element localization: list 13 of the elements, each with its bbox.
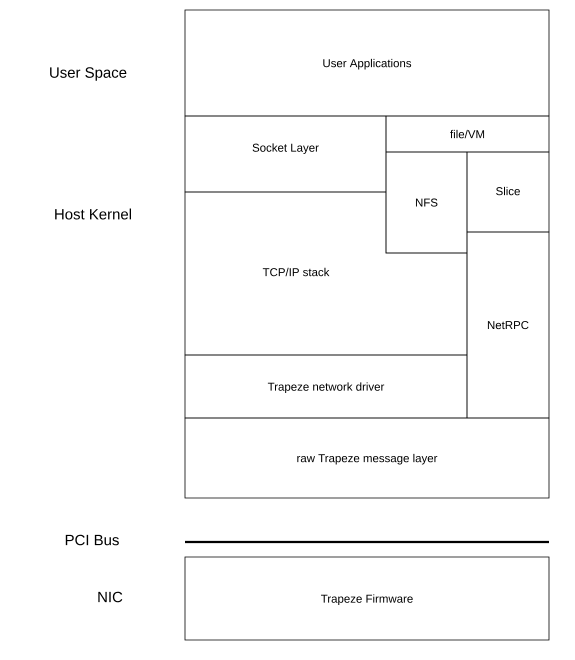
layer-box: file/VM (386, 116, 550, 152)
layer-box: NetRPC (466, 232, 550, 418)
layer-label: Host Kernel (55, 208, 131, 220)
layer-label: User Space (50, 67, 126, 81)
layer-box: NFS (386, 152, 468, 254)
layer-label: PCI Bus (66, 534, 119, 546)
layer-box: Trapeze Firmware (184, 556, 550, 640)
layer-box: User Applications (184, 10, 550, 116)
layer-box: Trapeze network driver (184, 354, 468, 418)
layer-box: Socket Layer (184, 116, 386, 192)
layer-box: Slice (466, 152, 550, 232)
layer-box: raw Trapeze message layer (184, 418, 550, 498)
layer-label: NIC (98, 592, 122, 602)
